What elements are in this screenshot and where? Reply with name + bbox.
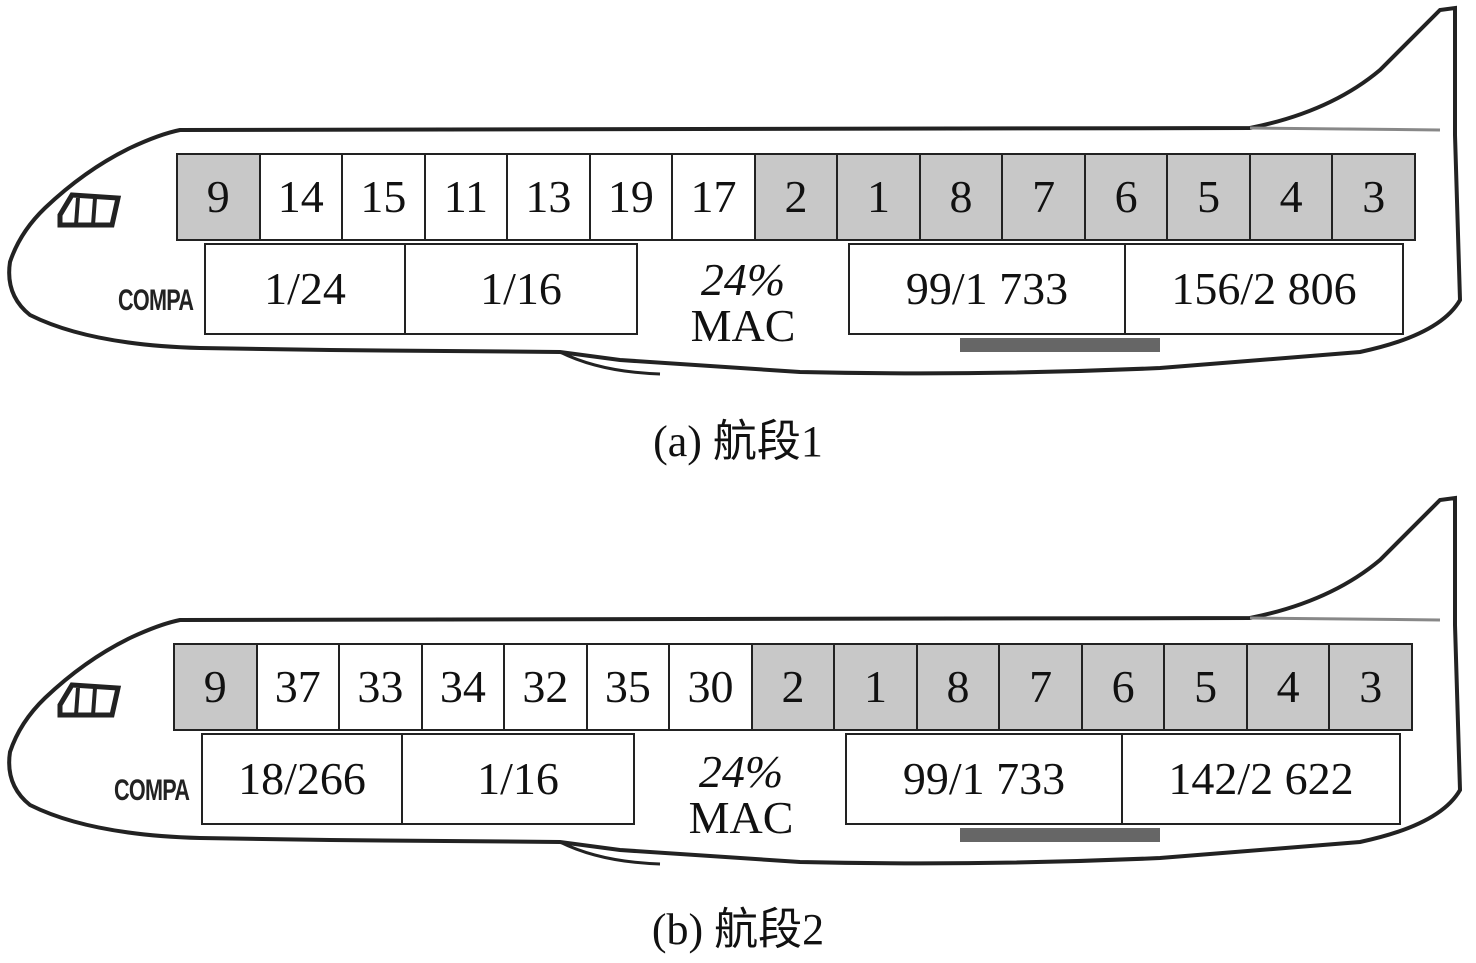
mac-indicator: 24% MAC (636, 740, 846, 850)
position-cell: 6 (1083, 153, 1169, 241)
position-cell: 17 (671, 153, 756, 241)
fwd-hold-box-2: 1/16 (404, 243, 638, 335)
aft-hold-box-1: 99/1 733 (848, 243, 1126, 335)
position-cell: 13 (506, 153, 591, 241)
aft-hold-box-2: 156/2 806 (1124, 243, 1404, 335)
position-row: 9 37 33 34 32 35 30 2 1 8 7 6 5 4 3 (173, 643, 1413, 731)
position-cell: 8 (918, 153, 1004, 241)
caption: (b) 航段2 (651, 905, 825, 954)
mac-label: MAC (688, 792, 794, 843)
position-cell: 19 (588, 153, 674, 241)
airline-brand-text: COMPA (118, 284, 194, 317)
position-cell: 3 (1328, 643, 1413, 731)
position-cell: 37 (255, 643, 341, 731)
fwd-hold-box-1: 18/266 (201, 733, 403, 825)
position-cell: 15 (341, 153, 426, 241)
position-cell: 9 (173, 643, 258, 731)
position-cell: 5 (1166, 153, 1251, 241)
position-cell: 8 (915, 643, 1001, 731)
position-cell: 7 (998, 643, 1083, 731)
loading-diagram-a: COMPA 9 14 15 11 13 19 17 2 1 8 7 6 5 4 … (0, 0, 1476, 464)
mac-label: MAC (690, 300, 796, 351)
position-cell: 1 (836, 153, 921, 241)
position-cell: 11 (423, 153, 509, 241)
mac-indicator: 24% MAC (638, 248, 848, 358)
fwd-hold-box-1: 1/24 (204, 243, 406, 335)
position-cell: 7 (1001, 153, 1086, 241)
position-cell: 32 (503, 643, 588, 731)
mac-percent: 24% (700, 254, 786, 305)
position-cell: 4 (1245, 643, 1331, 731)
position-cell: 2 (750, 643, 836, 731)
position-cell: 2 (753, 153, 839, 241)
position-cell: 35 (585, 643, 671, 731)
position-cell: 3 (1331, 153, 1416, 241)
airline-brand-text: COMPA (114, 774, 190, 807)
mac-percent: 24% (698, 746, 784, 797)
fwd-hold-box-2: 1/16 (401, 733, 635, 825)
position-row: 9 14 15 11 13 19 17 2 1 8 7 6 5 4 3 (176, 153, 1416, 241)
loading-diagram-b: COMPA 9 37 33 34 32 35 30 2 1 8 7 6 5 4 … (0, 490, 1476, 952)
position-cell: 14 (258, 153, 344, 241)
position-cell: 34 (420, 643, 506, 731)
position-cell: 5 (1163, 643, 1248, 731)
position-cell: 9 (176, 153, 261, 241)
position-cell: 4 (1248, 153, 1334, 241)
aft-hold-box-2: 142/2 622 (1121, 733, 1401, 825)
position-cell: 33 (338, 643, 423, 731)
aft-hold-box-1: 99/1 733 (845, 733, 1123, 825)
position-cell: 1 (833, 643, 918, 731)
caption: (a) 航段1 (653, 417, 823, 466)
position-cell: 6 (1080, 643, 1166, 731)
position-cell: 30 (668, 643, 753, 731)
